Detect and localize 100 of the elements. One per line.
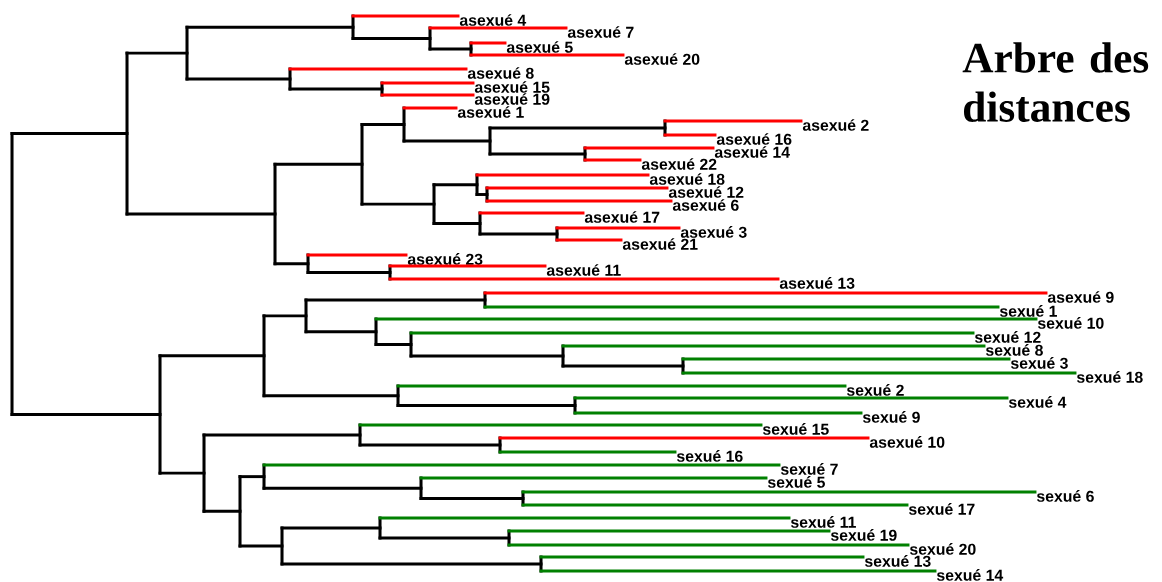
branch-junction	[485, 186, 489, 203]
tree-branch	[378, 516, 791, 520]
tree-branch	[478, 232, 559, 236]
tree-branch	[428, 26, 568, 30]
branch-junction	[681, 357, 685, 375]
leaf-label: asexué 9	[1047, 291, 1114, 303]
leaf-label: sexué 4	[1008, 396, 1067, 408]
leaf-label: sexué 9	[862, 411, 920, 423]
leaf-label: sexué 20	[909, 543, 976, 555]
leaf-label: sexué 3	[1010, 357, 1068, 369]
branch-junction	[273, 162, 277, 266]
tree-branch	[280, 562, 543, 566]
tree-branch	[583, 158, 642, 162]
branch-junction	[125, 51, 129, 216]
branch-junction	[409, 331, 413, 358]
tree-branch	[396, 384, 847, 388]
tree-branch	[539, 555, 865, 559]
tree-branch	[539, 569, 937, 573]
tree-branch	[488, 126, 667, 130]
branch-junction	[262, 463, 266, 490]
leaf-label: sexué 13	[864, 555, 931, 567]
leaf-label: asexué 11	[546, 264, 621, 276]
tree-branch	[521, 503, 909, 507]
tree-branch	[158, 354, 266, 358]
tree-branch	[306, 271, 392, 274]
leaf-label: sexué 19	[830, 529, 897, 541]
tree-branch	[507, 529, 831, 533]
branch-junction	[498, 436, 502, 454]
tree-branch	[380, 93, 475, 97]
branch-junction	[380, 81, 384, 97]
leaf-label: asexué 3	[680, 226, 747, 238]
leaf-label: asexué 17	[584, 211, 660, 223]
leaf-label: asexué 13	[779, 277, 855, 289]
branch-junction	[488, 126, 492, 156]
tree-branch	[396, 404, 577, 407]
leaf-label: sexué 17	[908, 503, 975, 515]
leaf-label: sexué 18	[1076, 371, 1143, 383]
tree-branch	[125, 51, 189, 55]
tree-branch	[583, 146, 715, 150]
branch-junction	[583, 146, 587, 162]
tree-branch	[475, 193, 489, 196]
tree-branch	[262, 394, 400, 398]
branch-junction	[388, 264, 392, 281]
tree-branch	[10, 413, 162, 416]
leaf-label: asexué 19	[474, 93, 550, 105]
tree-branch	[573, 411, 863, 415]
leaf-label: sexué 6	[1036, 490, 1094, 502]
leaf-label: asexué 16	[716, 133, 792, 145]
branch-junction	[521, 490, 525, 507]
branch-junction	[428, 26, 432, 51]
branch-junction	[358, 423, 362, 447]
tree-branch	[273, 262, 310, 266]
branch-junction	[507, 529, 511, 547]
leaf-label: sexué 10	[1037, 317, 1104, 329]
tree-branch	[158, 471, 206, 475]
tree-branch	[573, 396, 1009, 400]
branch-junction	[238, 475, 242, 548]
leaf-label: sexué 2	[846, 384, 904, 396]
tree-branch	[475, 173, 650, 177]
tree-branch	[498, 436, 870, 440]
tree-branch	[469, 41, 507, 45]
leaf-label: sexué 7	[780, 463, 838, 475]
leaf-label: sexué 15	[762, 423, 829, 435]
leaf-label: sexué 5	[767, 476, 825, 488]
leaf-label: asexué 23	[407, 253, 483, 265]
leaf-label: asexué 14	[714, 146, 790, 158]
tree-branch	[378, 536, 511, 540]
leaf-label: sexué 16	[676, 450, 743, 462]
leaf-label: sexué 8	[985, 344, 1043, 356]
branch-junction	[185, 25, 189, 81]
leaf-label: sexué 12	[974, 331, 1041, 343]
tree-branch	[202, 433, 362, 437]
branch-junction	[475, 173, 479, 196]
tree-branch	[304, 298, 487, 302]
branch-junction	[280, 526, 284, 566]
leaf-label: asexué 5	[506, 41, 573, 53]
tree-branch	[555, 226, 681, 230]
leaf-label: asexué 22	[641, 158, 717, 170]
branch-junction	[304, 298, 308, 334]
tree-branch	[483, 291, 1048, 295]
tree-branch	[388, 277, 780, 281]
branch-junction	[663, 119, 667, 137]
branch-junction	[10, 132, 14, 416]
tree-branch	[432, 183, 479, 187]
branch-junction	[555, 226, 559, 242]
leaf-label: asexué 18	[649, 173, 725, 185]
tree-branch	[663, 133, 717, 137]
leaf-label: asexué 2	[802, 119, 869, 131]
tree-branch	[351, 37, 432, 40]
branch-junction	[360, 123, 364, 206]
tree-branch	[280, 526, 382, 530]
tree-branch	[288, 87, 384, 91]
tree-branch	[681, 357, 1011, 361]
tree-branch	[374, 343, 413, 346]
tree-branch	[202, 509, 242, 513]
tree-branch	[469, 53, 625, 57]
tree-branch	[388, 264, 547, 268]
leaf-label: asexué 7	[567, 26, 634, 38]
branch-junction	[374, 317, 378, 346]
branch-junction	[419, 476, 423, 500]
